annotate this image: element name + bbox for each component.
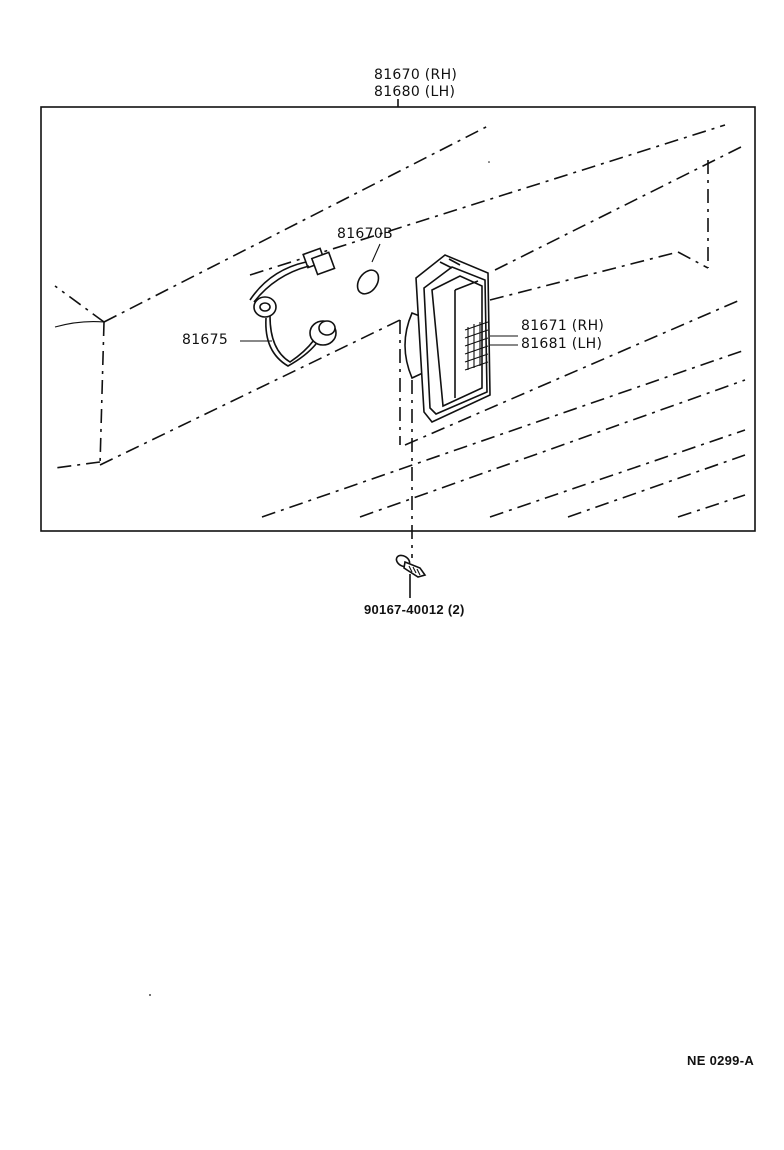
lamp-assembly [404,254,518,423]
bulb [356,243,381,295]
label-lens-rh: 81671 (RH) [521,318,605,334]
label-assembly-lh: 81680 (LH) [374,84,456,100]
stray-dot [488,161,490,163]
screw [395,380,427,598]
body-phantom-lines [54,124,746,518]
label-socket-wire: 81675 [182,332,229,348]
stray-dot [149,994,151,996]
diagram-frame [40,106,756,532]
label-bulb: 81670B [337,226,393,242]
label-screw: 90167-40012 (2) [364,602,465,617]
socket-wire-harness [240,247,337,367]
figure-code: NE 0299-A [687,1053,755,1068]
label-assembly-rh: 81670 (RH) [374,67,458,83]
label-lens-lh: 81681 (LH) [521,336,603,352]
